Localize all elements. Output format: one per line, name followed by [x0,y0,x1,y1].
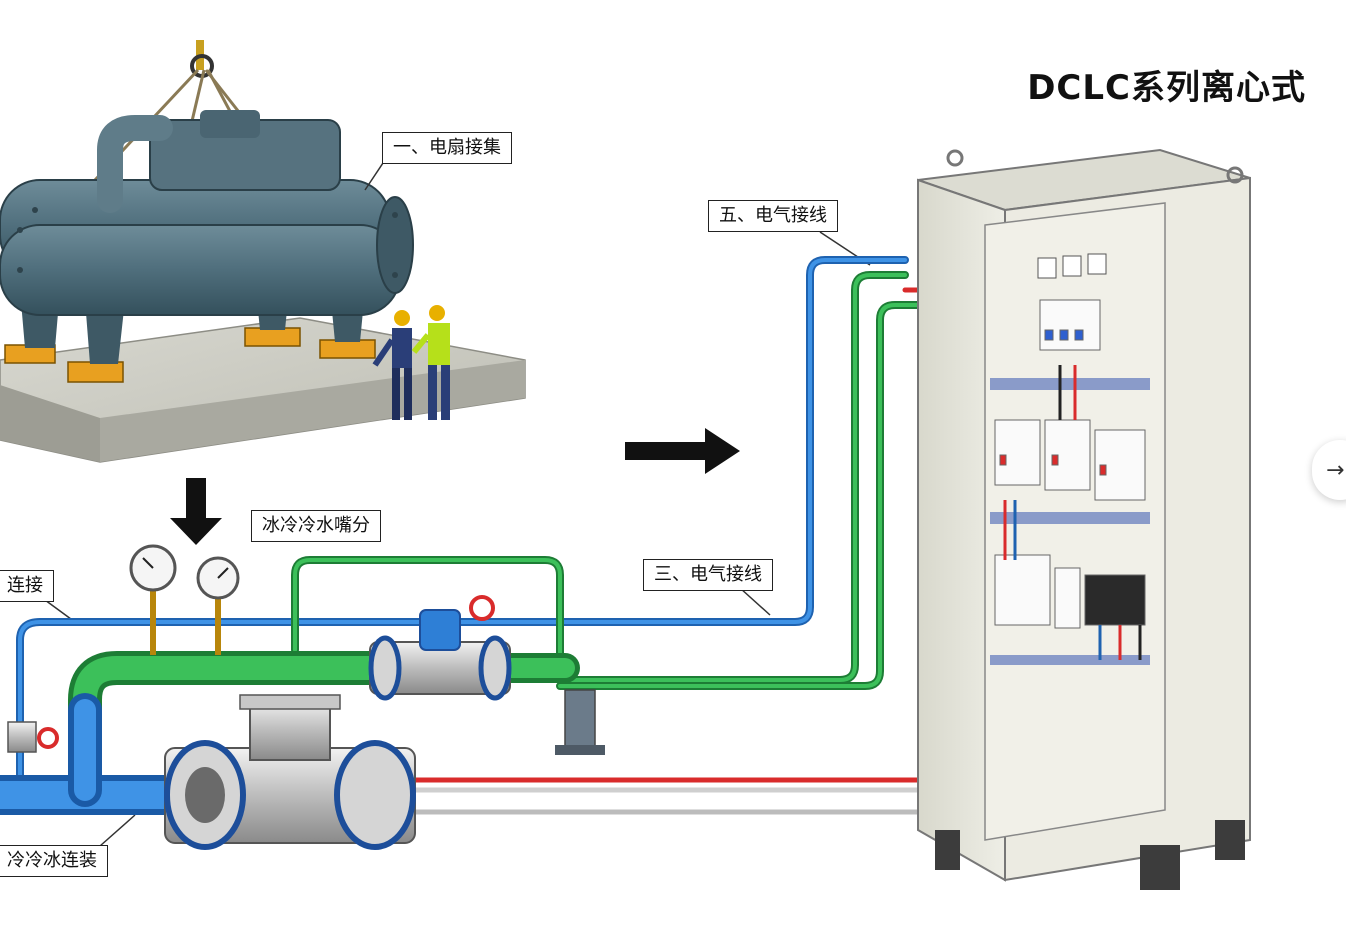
arrow-right-icon [625,428,740,474]
valve-handwheel-icon [37,727,59,749]
panel-meters [1037,253,1107,279]
label-wiring-3: 三、电气接线 [643,559,773,591]
valve-actuator [419,609,461,651]
next-arrow-button[interactable]: → [1312,440,1346,500]
support-pads [4,327,376,383]
foundation-side [100,360,525,462]
electrical-cabinet [917,148,1251,890]
valves [7,270,970,850]
condenser-shell [0,224,401,316]
flange [334,740,416,850]
worker-right [411,305,450,420]
page-title: DCLC系列离心式 [1027,68,1306,108]
valve-handwheel-icon [469,595,495,621]
arrow-down-icon [170,478,222,545]
label-connection: 连接 [0,570,54,602]
arrow-right-icon: → [1326,457,1345,483]
cabinet-wiring [1003,365,1142,660]
blue-pipe-thin-highlight [18,258,907,777]
label-chilled-water: 冰冷冷水嘴分 [251,510,381,542]
label-electrical-connection: 一、电扇接集 [382,132,512,164]
label-wiring-5: 五、电气接线 [708,200,838,232]
blue-pipe-thin [16,256,909,779]
breakers [994,299,1146,629]
din-rail [990,655,1150,665]
pipe-support [564,689,596,751]
suction-pipe [97,115,173,213]
chiller-assembly [0,40,526,463]
label-chilled-install: 冷冷冰连装 [0,845,108,877]
worker-left [372,310,412,420]
end-cover [376,196,414,294]
flow-arrows [170,428,740,545]
din-rail [990,378,1150,390]
pressure-gauges [129,544,240,655]
compressor-motor [200,110,260,138]
foundation-front [0,385,100,462]
din-rail [990,512,1150,524]
